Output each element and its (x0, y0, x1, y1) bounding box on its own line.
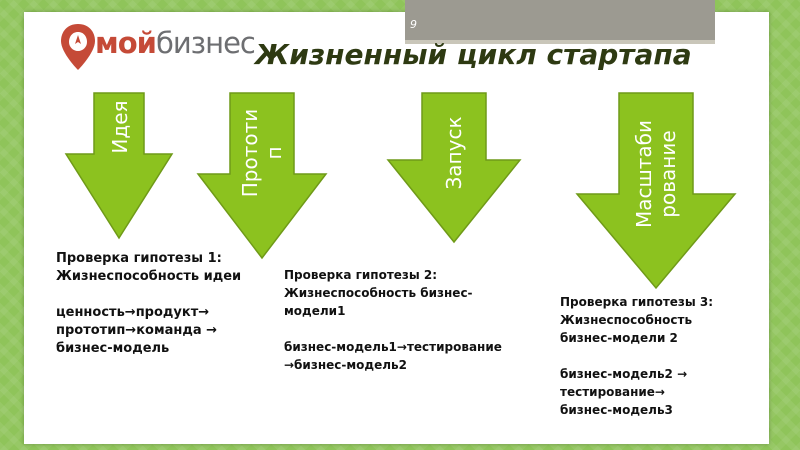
hypothesis-3-heading: Проверка гипотезы 3: (560, 295, 714, 309)
hypothesis-3-flow-2: тестирование→ (560, 385, 665, 399)
hypothesis-2-heading: Проверка гипотезы 2: (284, 268, 438, 282)
down-arrow-shape-2 (196, 92, 328, 260)
hypothesis-3-flow-1: бизнес-модель2 → (560, 367, 688, 381)
hypothesis-1-flow-2: прототип→команда → (56, 323, 218, 338)
location-pin-icon (61, 24, 95, 70)
hypothesis-1: Проверка гипотезы 1: Жизнеспособность ид… (56, 250, 286, 358)
hypothesis-1-subheading: Жизнеспособность идеи (56, 269, 242, 284)
arrow-scaling (575, 92, 737, 290)
hypothesis-1-flow-1: ценность→продукт→ (56, 305, 210, 320)
arrow-label-launch: Запуск (442, 116, 466, 190)
hypothesis-1-flow-3: бизнес-модель (56, 341, 170, 356)
logo (38, 18, 228, 74)
logo-text-part1: мой (95, 26, 157, 60)
down-arrow-shape-4 (575, 92, 737, 290)
down-arrow-shape-3 (386, 92, 522, 244)
hypothesis-2-flow-2: →бизнес-модель2 (284, 358, 407, 372)
logo-text: мойбизнес (95, 26, 256, 60)
arrow-label-scaling: Масштаби рование (632, 119, 680, 229)
down-arrow-shape-1 (64, 92, 174, 240)
hypothesis-2-subheading: Жизнеспособность бизнес- (284, 286, 473, 300)
slide-number: 9 (410, 18, 417, 31)
slide-title: Жизненный цикл стартапа (255, 38, 692, 71)
hypothesis-3-subheading: Жизнеспособность (560, 313, 693, 327)
arrow-label-prototype: Прототи п (238, 108, 286, 198)
arrow-launch (386, 92, 522, 244)
hypothesis-2: Проверка гипотезы 2: Жизнеспособность би… (284, 266, 554, 374)
hypothesis-3: Проверка гипотезы 3: Жизнеспособность би… (560, 293, 750, 419)
hypothesis-2-subheading-2: модели1 (284, 304, 346, 318)
hypothesis-1-heading: Проверка гипотезы 1: (56, 251, 222, 266)
hypothesis-3-subheading-2: бизнес-модели 2 (560, 331, 678, 345)
arrow-label-idea: Идея (108, 100, 132, 154)
arrow-idea (64, 92, 174, 240)
slide-number-tab (405, 0, 715, 44)
hypothesis-3-flow-3: бизнес-модель3 (560, 403, 673, 417)
arrow-prototype (196, 92, 328, 260)
logo-text-part2: бизнес (155, 26, 256, 60)
hypothesis-2-flow-1: бизнес-модель1→тестирование (284, 340, 502, 354)
